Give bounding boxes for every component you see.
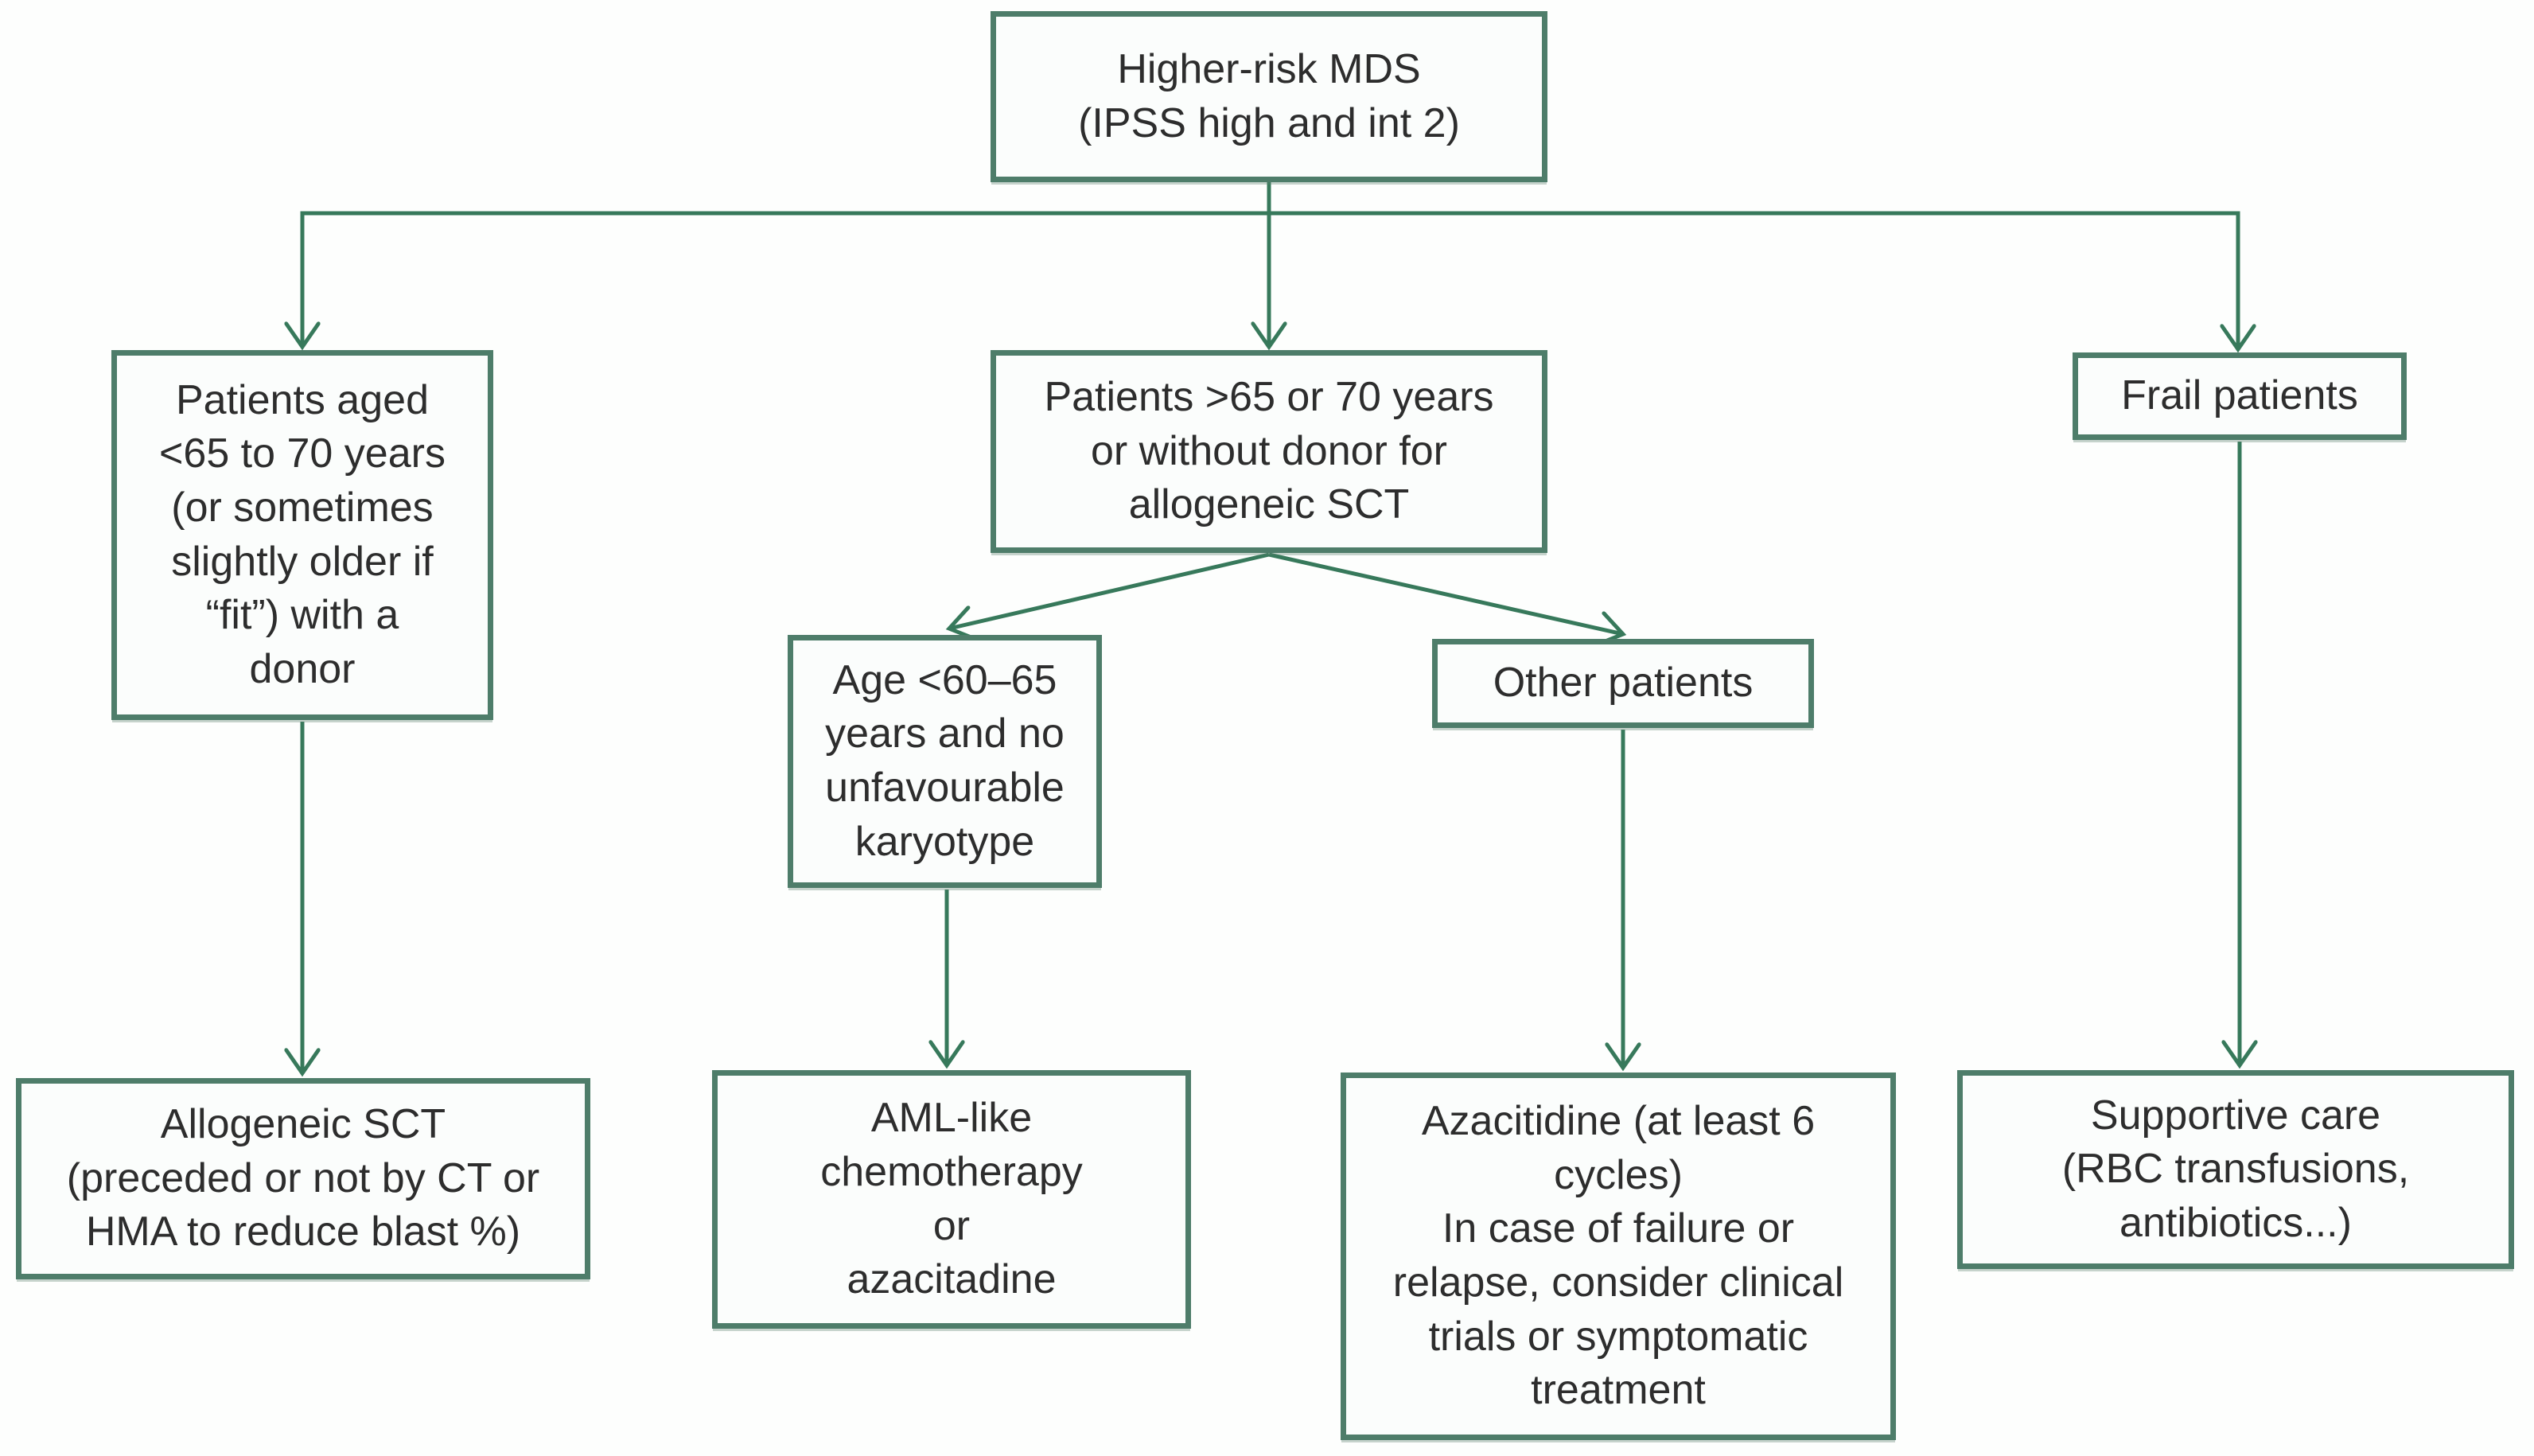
connector-no-donor-to-other xyxy=(1268,552,1623,634)
connector-branch-left-right xyxy=(302,211,2238,349)
node-supportive-care: Supportive care (RBC transfusions, antib… xyxy=(1957,1070,2514,1269)
node-no-donor: Patients >65 or 70 years or without dono… xyxy=(991,350,1547,553)
node-aml-chemo-label: AML-like chemotherapy or azacitadine xyxy=(820,1095,1083,1303)
node-frail: Frail patients xyxy=(2073,352,2407,440)
node-azacitidine: Azacitidine (at least 6 cycles) In case … xyxy=(1341,1073,1896,1440)
node-frail-label: Frail patients xyxy=(2121,372,2358,419)
node-aml-chemo: AML-like chemotherapy or azacitadine xyxy=(712,1070,1191,1329)
node-root-label: Higher-risk MDS (IPSS high and int 2) xyxy=(1078,45,1460,146)
node-azacitidine-label: Azacitidine (at least 6 cycles) In case … xyxy=(1392,1098,1844,1414)
node-age-under-60-65-label: Age <60–65 years and no unfavourable kar… xyxy=(825,656,1065,865)
connector-no-donor-to-age xyxy=(949,552,1270,629)
node-supportive-care-label: Supportive care (RBC transfusions, antib… xyxy=(2061,1092,2410,1246)
node-no-donor-label: Patients >65 or 70 years or without dono… xyxy=(1044,374,1494,528)
node-transplant-eligible: Patients aged <65 to 70 years (or someti… xyxy=(111,350,493,720)
node-allogeneic-sct: Allogeneic SCT (preceded or not by CT or… xyxy=(16,1078,590,1279)
node-other-patients-label: Other patients xyxy=(1493,660,1754,707)
node-age-under-60-65: Age <60–65 years and no unfavourable kar… xyxy=(788,635,1102,888)
node-other-patients: Other patients xyxy=(1432,639,1814,728)
node-root: Higher-risk MDS (IPSS high and int 2) xyxy=(991,11,1547,182)
node-allogeneic-sct-label: Allogeneic SCT (preceded or not by CT or… xyxy=(66,1101,540,1256)
node-transplant-eligible-label: Patients aged <65 to 70 years (or someti… xyxy=(159,376,446,692)
